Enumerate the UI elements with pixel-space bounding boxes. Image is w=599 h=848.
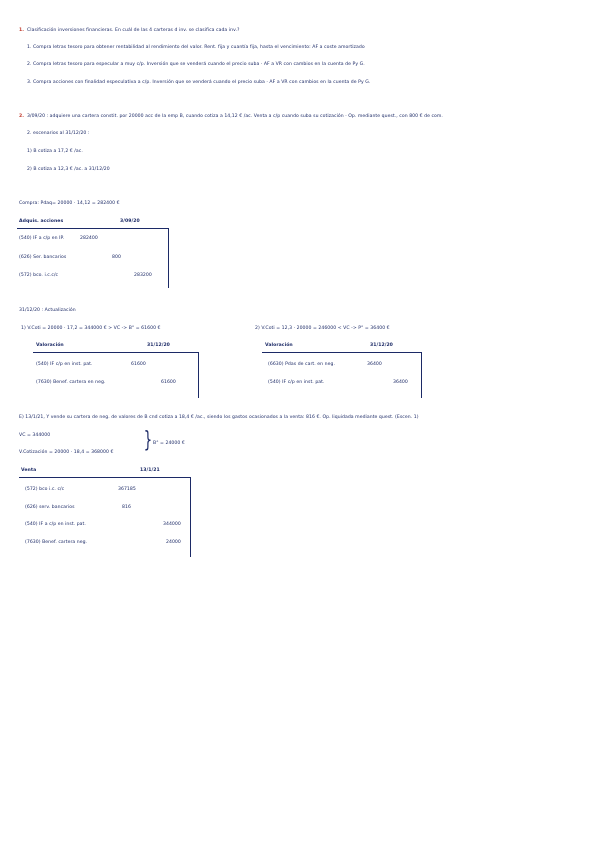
journal-left-header: Valoración	[265, 343, 293, 348]
journal-divider	[19, 477, 191, 478]
journal-row-label: (7630) Benef. cartera en neg.	[36, 380, 106, 385]
bo-line: B° = 24000 €	[153, 441, 185, 446]
journal-left-header: Venta	[21, 468, 37, 473]
journal-row-label: (6630) Pdas de cart. en neg.	[268, 362, 335, 367]
journal-row-debit: 36400	[367, 362, 382, 367]
journal-row-label: (540) IF c/p en inst. pat.	[36, 362, 93, 367]
journal-row-label: (540) IF a c/p en IP.	[19, 236, 65, 241]
vcot-line: V.Cotización = 20000 · 18,4 = 368000 €	[19, 450, 114, 455]
journal-row-debit: 800	[112, 255, 121, 260]
journal-vertical-divider	[168, 228, 169, 288]
journal-vertical-divider	[198, 352, 199, 398]
journal-row-label: (626) Ser. bancarios	[19, 255, 67, 260]
journal-date: 31/12/20	[370, 343, 393, 348]
journal-row-debit: 61600	[131, 362, 146, 367]
journal-row-credit: 283200	[134, 273, 152, 278]
journal-row-credit: 344000	[163, 522, 181, 527]
journal-divider	[262, 352, 422, 353]
journal-date: 13/1/21	[140, 468, 160, 473]
journal-row-label: (540) IF c/p en inst. pat.	[268, 380, 325, 385]
question-1-item-1: 1. Compra letras tesoro para obtener ren…	[27, 45, 365, 50]
case-1-head: 1) V.Coti = 20000 · 17,2 = 344000 € > VC…	[21, 326, 161, 331]
case-2-head: 2) V.Coti = 12,3 · 20000 = 246000 < VC -…	[255, 326, 390, 331]
journal-row-credit: 24000	[166, 540, 181, 545]
journal-row-label: (572) bco i.c. c/c	[25, 487, 65, 492]
journal-row-label: (572) bco. i.c.c/c	[19, 273, 59, 278]
journal-date: 3/09/20	[120, 219, 140, 224]
journal-vertical-divider	[190, 477, 191, 557]
section-e-line: E) 13/1/21, Y vende su cartera de neg. d…	[19, 415, 419, 420]
journal-row-label: (7630) Benef. cartera neg.	[25, 540, 88, 545]
question-1-number: 1.	[19, 28, 25, 33]
scenario-1: 1) B cotiza a 17,2 € /ac.	[27, 149, 83, 154]
update-title: 31/12/20 : Actualización	[19, 308, 76, 313]
journal-row-label: (540) IF a c/p en inst. pat.	[25, 522, 86, 527]
journal-date: 31/12/20	[147, 343, 170, 348]
vc-line: VC = 344000	[19, 433, 51, 438]
question-2-number: 2.	[19, 114, 25, 119]
compra-line: Compra: Pdaq= 20000 · 14,12 = 282400 €	[19, 201, 120, 206]
journal-row-credit: 36400	[393, 380, 408, 385]
question-2-ask: 2. escenarios al 31/12/20 :	[27, 131, 90, 136]
journal-row-debit: 282400	[80, 236, 98, 241]
journal-row-label: (626) serv. bancarios	[25, 505, 75, 510]
question-1-item-2: 2. Compra letras tesoro para especular a…	[27, 62, 365, 67]
journal-row-credit: 61600	[161, 380, 176, 385]
journal-vertical-divider	[421, 352, 422, 398]
question-1-title: Clasificación inversiones financieras. E…	[27, 28, 240, 33]
journal-row-debit: 816	[122, 505, 131, 510]
scenario-2: 2) B cotiza a 12,3 € /ac. a 31/12/20	[27, 167, 110, 172]
journal-row-debit: 367185	[118, 487, 136, 492]
journal-divider	[33, 352, 199, 353]
question-2-statement: 3/09/20 : adquiere una cartera constit. …	[27, 114, 443, 119]
question-1-item-3: 3. Compra acciones con finalidad especul…	[27, 80, 371, 85]
journal-left-header: Adquis. acciones	[19, 219, 64, 224]
journal-left-header: Valoración	[36, 343, 64, 348]
brace-symbol: }	[143, 428, 153, 453]
journal-divider	[17, 228, 169, 229]
